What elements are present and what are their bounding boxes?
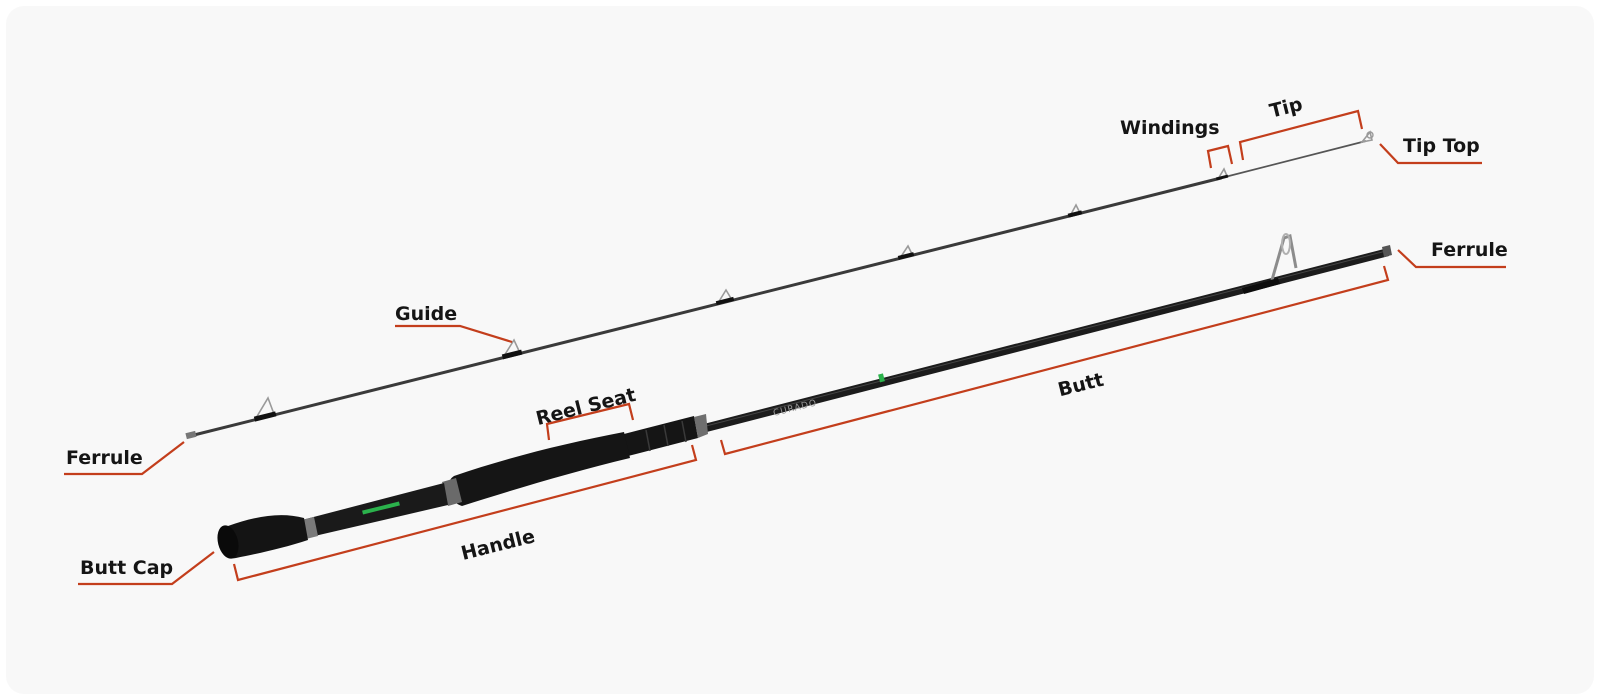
label-tip: Tip	[1267, 93, 1304, 122]
label-handle: Handle	[459, 525, 537, 565]
guide-3	[715, 288, 735, 306]
fore-grip	[448, 432, 630, 506]
butt-section-ferrule	[1382, 245, 1392, 257]
tip-top-guide	[1360, 130, 1374, 144]
butt-cap-leader	[78, 551, 215, 586]
windings-bracket	[1206, 144, 1234, 169]
label-butt-cap: Butt Cap	[80, 557, 173, 579]
label-reel-seat: Reel Seat	[534, 384, 638, 430]
guide-6	[1215, 167, 1229, 181]
guide-leader	[395, 324, 513, 344]
label-butt: Butt	[1056, 369, 1106, 402]
label-guide: Guide	[395, 303, 457, 325]
butt-grip	[218, 515, 308, 559]
label-ferrule-right: Ferrule	[1431, 239, 1508, 261]
labels: Windings Tip Tip Top Ferrule Butt Guide …	[66, 93, 1508, 579]
guide-2	[501, 338, 523, 360]
butt-bracket	[719, 265, 1390, 456]
reel-seat-bracket	[545, 402, 635, 441]
tip-section-ferrule	[185, 430, 197, 440]
tip-blank	[1220, 140, 1367, 179]
butt-cap-end	[217, 525, 239, 559]
guide-4	[897, 244, 915, 260]
tip-section-guides	[253, 130, 1374, 422]
reel-seat-hardware	[624, 414, 708, 456]
rod-tip-section	[185, 130, 1374, 440]
tip-bracket	[1238, 109, 1364, 161]
handle-accent-band	[362, 501, 400, 515]
rod-butt-section: CURADO	[217, 233, 1392, 559]
label-ferrule-left: Ferrule	[66, 447, 143, 469]
butt-guide	[1242, 233, 1298, 294]
annotations	[64, 109, 1506, 586]
diagram-canvas: CURADO	[6, 6, 1594, 694]
guide-1	[253, 396, 277, 422]
ferrule-left-leader	[64, 441, 185, 476]
blank-accent-mark	[878, 373, 885, 383]
grip-trim-ring	[442, 478, 462, 506]
tip-section-blank	[188, 176, 1223, 438]
label-tip-top: Tip Top	[1403, 135, 1480, 157]
handle-bracket	[232, 444, 698, 582]
ferrule-right-leader	[1397, 249, 1506, 269]
label-windings: Windings	[1120, 117, 1220, 139]
guide-5	[1067, 203, 1083, 218]
tip-top-leader	[1379, 143, 1482, 165]
fishing-rod-diagram: CURADO	[64, 93, 1508, 586]
